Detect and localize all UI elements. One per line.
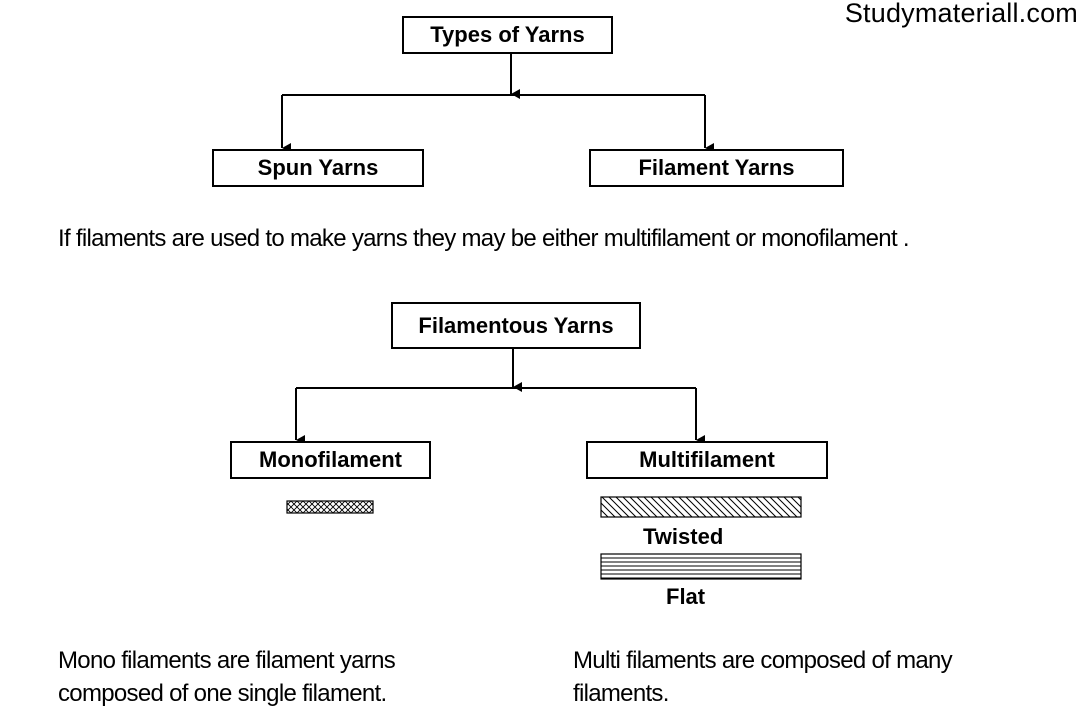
twisted-label: Twisted — [643, 524, 724, 549]
flat-swatch — [600, 553, 802, 580]
monofilament-swatch — [286, 500, 374, 514]
intro-paragraph: If filaments are used to make yarns they… — [58, 225, 910, 252]
spun-yarns-box: Spun Yarns — [212, 149, 424, 187]
filament-yarns-box: Filament Yarns — [589, 149, 844, 187]
bottom-tree-connectors — [295, 348, 705, 445]
twisted-swatch — [600, 496, 802, 518]
site-watermark: Studymateriall.com — [844, 0, 1078, 28]
multi-description-line2: filaments. — [573, 680, 669, 707]
mono-description-line2: composed of one single filament. — [58, 680, 387, 707]
top-tree-connectors — [281, 53, 714, 153]
types-of-yarns-box: Types of Yarns — [402, 16, 613, 54]
mono-description-line1: Mono filaments are filament yarns — [58, 647, 396, 674]
monofilament-box: Monofilament — [230, 441, 431, 479]
multi-description-line1: Multi filaments are composed of many — [573, 647, 953, 674]
filamentous-yarns-box: Filamentous Yarns — [391, 302, 641, 349]
multifilament-box: Multifilament — [586, 441, 828, 479]
flat-label: Flat — [666, 584, 706, 609]
